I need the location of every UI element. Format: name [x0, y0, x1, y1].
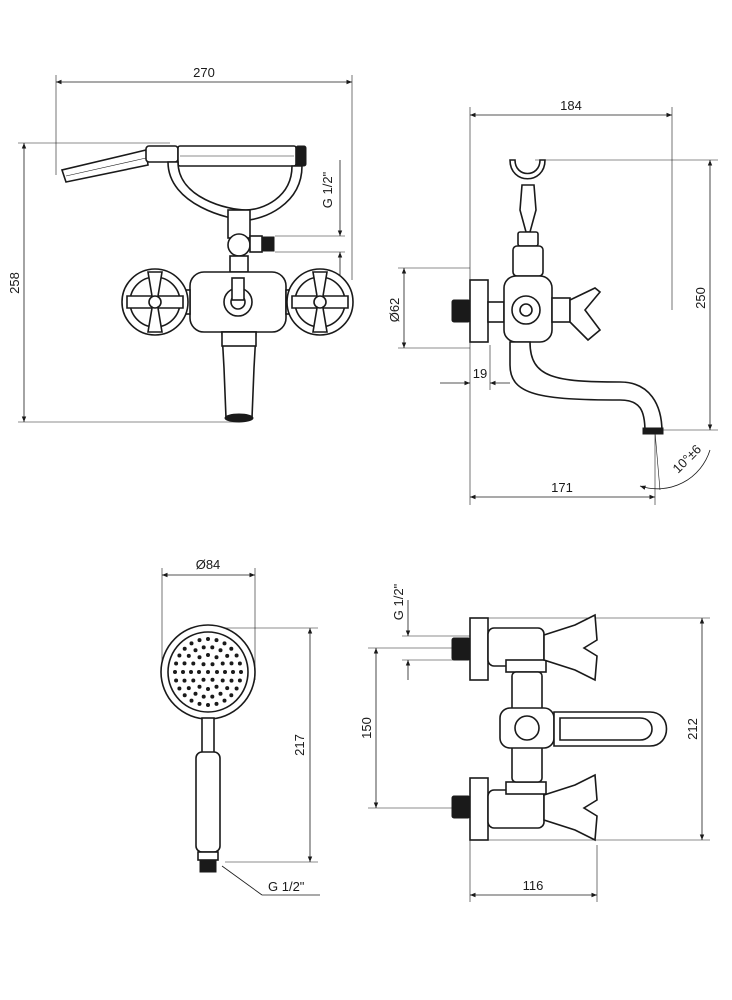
nozzle-dot — [220, 678, 225, 683]
nozzle-dot — [201, 645, 206, 650]
nozzle-dot — [189, 698, 194, 703]
nozzle-dot — [189, 641, 194, 646]
nozzle-dot — [234, 686, 239, 691]
nozzle-dot — [201, 662, 206, 667]
hand-shower-view: Ø84 217 G 1/2" — [160, 557, 320, 896]
top-spacing-label: 150 — [359, 717, 374, 739]
nozzle-dot — [201, 677, 206, 682]
nozzle-dot — [206, 637, 210, 641]
nozzle-dot — [197, 655, 202, 660]
shower-diameter-label: Ø84 — [196, 557, 221, 572]
nozzle-dot — [210, 662, 215, 667]
nozzle-dot — [193, 691, 198, 696]
nozzle-dot — [234, 653, 239, 658]
top-height-label: 212 — [685, 718, 700, 740]
nozzle-dot — [218, 691, 223, 696]
nozzle-dot — [182, 678, 187, 683]
nozzle-dot — [174, 661, 179, 666]
nozzle-dot — [210, 694, 215, 699]
nozzle-dot — [201, 694, 206, 699]
front-view: 270 258 G 1/2" — [7, 65, 354, 423]
nozzle-dot — [173, 670, 177, 674]
nozzle-dot — [210, 677, 215, 682]
nozzle-dot — [223, 670, 227, 674]
nozzle-dot — [197, 701, 202, 706]
side-diameter-label: Ø62 — [387, 298, 402, 323]
nozzle-dot — [239, 670, 243, 674]
nozzle-dot — [186, 653, 191, 658]
front-height-label: 258 — [7, 272, 22, 294]
side-angle-label: 10°±6 — [669, 441, 704, 476]
top-depth-label: 116 — [523, 878, 544, 893]
nozzle-dot — [197, 670, 201, 674]
nozzle-dot — [214, 638, 219, 643]
side-view: 184 250 Ø62 19 171 10°±6 — [387, 98, 718, 505]
nozzle-dot — [214, 701, 219, 706]
top-thread-label: G 1/2" — [391, 583, 406, 620]
front-width-label: 270 — [193, 65, 215, 80]
nozzle-dot — [210, 645, 215, 650]
nozzle-dot — [222, 698, 227, 703]
nozzle-dot — [220, 661, 225, 666]
nozzle-dot — [214, 655, 219, 660]
side-width-label: 184 — [560, 98, 582, 113]
front-left-handle — [121, 268, 191, 336]
nozzle-dot — [177, 653, 182, 658]
nozzle-dot — [215, 670, 219, 674]
nozzle-dot — [229, 646, 234, 651]
shower-thread-label: G 1/2" — [268, 879, 305, 894]
nozzle-dot — [182, 646, 187, 651]
side-offset-label: 19 — [473, 366, 487, 381]
nozzle-dot — [191, 678, 196, 683]
nozzle-dot — [197, 684, 202, 689]
nozzle-dot — [181, 670, 185, 674]
nozzle-dot — [237, 661, 242, 666]
nozzle-dot — [229, 678, 234, 683]
nozzle-dot — [177, 686, 182, 691]
top-view: G 1/2" 150 212 116 — [359, 583, 710, 902]
nozzle-dot — [189, 670, 193, 674]
nozzle-dot — [206, 670, 210, 674]
nozzle-dot — [225, 653, 230, 658]
shower-length-label: 217 — [292, 734, 307, 756]
nozzle-dot — [237, 678, 242, 683]
nozzle-dot — [218, 648, 223, 653]
nozzle-dot — [186, 686, 191, 691]
nozzle-dot — [229, 693, 234, 698]
nozzle-dot — [206, 687, 210, 691]
side-reach-label: 171 — [551, 480, 573, 495]
nozzle-dot — [206, 653, 210, 657]
nozzle-dot — [182, 693, 187, 698]
nozzle-dot — [191, 661, 196, 666]
front-right-handle — [285, 268, 354, 336]
nozzle-dot — [222, 641, 227, 646]
shower-nozzles — [173, 637, 243, 707]
nozzle-dot — [174, 678, 179, 683]
nozzle-dot — [193, 648, 198, 653]
nozzle-dot — [225, 686, 230, 691]
nozzle-dot — [231, 670, 235, 674]
front-hand-shower — [60, 145, 307, 183]
front-thread-label: G 1/2" — [320, 171, 335, 208]
nozzle-dot — [214, 684, 219, 689]
side-height-label: 250 — [693, 287, 708, 309]
nozzle-dot — [206, 703, 210, 707]
nozzle-dot — [229, 661, 234, 666]
nozzle-dot — [182, 661, 187, 666]
nozzle-dot — [197, 638, 202, 643]
